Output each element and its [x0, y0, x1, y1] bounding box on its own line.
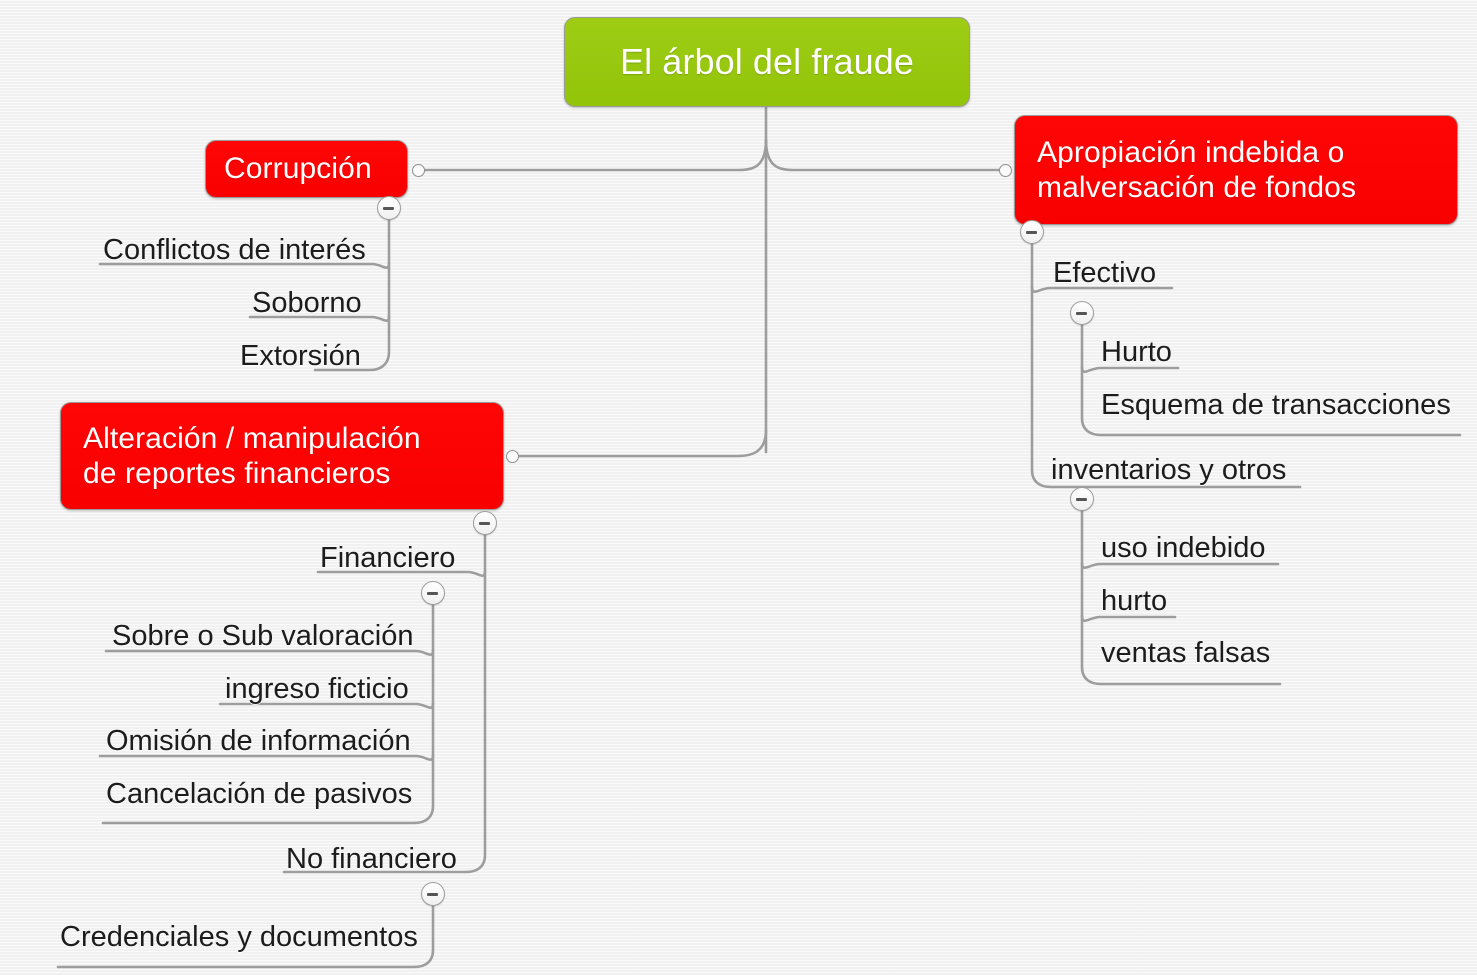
collapse-toggle-inventarios[interactable]: [1070, 487, 1094, 511]
leaf-sobre-o-sub-valoracion[interactable]: Sobre o Sub valoración: [112, 620, 414, 652]
leaf-omision-de-informacion[interactable]: Omisión de información: [106, 725, 411, 757]
collapse-toggle-no-financiero[interactable]: [421, 882, 445, 906]
branch-node-corrupcion-label: Corrupción: [224, 152, 372, 186]
connector-joint-corrupcion: [412, 164, 425, 177]
connector-joint-apropiacion: [999, 164, 1012, 177]
leaf-soborno[interactable]: Soborno: [252, 287, 362, 319]
leaf-ingreso-ficticio[interactable]: ingreso ficticio: [225, 673, 409, 705]
branch-node-alteracion-line1: Alteración / manipulación: [83, 421, 421, 455]
root-node-label: El árbol del fraude: [619, 40, 915, 82]
leaf-inventarios-y-otros[interactable]: inventarios y otros: [1051, 454, 1287, 486]
branch-node-apropiacion-line2: malversación de fondos: [1037, 171, 1357, 204]
leaf-efectivo[interactable]: Efectivo: [1053, 257, 1157, 289]
leaf-extorsion[interactable]: Extorsión: [240, 340, 361, 372]
leaf-ventas-falsas[interactable]: ventas falsas: [1101, 637, 1271, 669]
leaf-hurto-efectivo[interactable]: Hurto: [1101, 336, 1172, 368]
collapse-toggle-corrupcion[interactable]: [377, 196, 401, 220]
collapse-toggle-apropiacion[interactable]: [1020, 220, 1044, 244]
leaf-hurto-inventarios[interactable]: hurto: [1101, 585, 1168, 617]
leaf-cancelacion-de-pasivos[interactable]: Cancelación de pasivos: [106, 778, 413, 810]
branch-node-alteracion-line2: de reportes financieros: [83, 457, 391, 490]
collapse-toggle-financiero[interactable]: [421, 581, 445, 605]
branch-node-alteracion[interactable]: Alteración / manipulación de reportes fi…: [60, 402, 504, 510]
leaf-financiero[interactable]: Financiero: [320, 542, 456, 574]
leaf-no-financiero[interactable]: No financiero: [286, 843, 457, 875]
leaf-esquema-de-transacciones[interactable]: Esquema de transacciones: [1101, 389, 1451, 421]
connector-joint-alteracion: [506, 450, 519, 463]
branch-node-corrupcion[interactable]: Corrupción: [205, 140, 408, 198]
branch-node-apropiacion-line1: Apropiación indebida o: [1037, 135, 1345, 169]
leaf-conflictos-de-interes[interactable]: Conflictos de interés: [103, 234, 366, 266]
leaf-credenciales-y-documentos[interactable]: Credenciales y documentos: [60, 921, 418, 953]
branch-node-apropiacion[interactable]: Apropiación indebida o malversación de f…: [1014, 115, 1458, 225]
collapse-toggle-alteracion[interactable]: [473, 511, 497, 535]
collapse-toggle-efectivo[interactable]: [1070, 301, 1094, 325]
root-node[interactable]: El árbol del fraude: [564, 17, 970, 107]
leaf-uso-indebido[interactable]: uso indebido: [1101, 532, 1266, 564]
